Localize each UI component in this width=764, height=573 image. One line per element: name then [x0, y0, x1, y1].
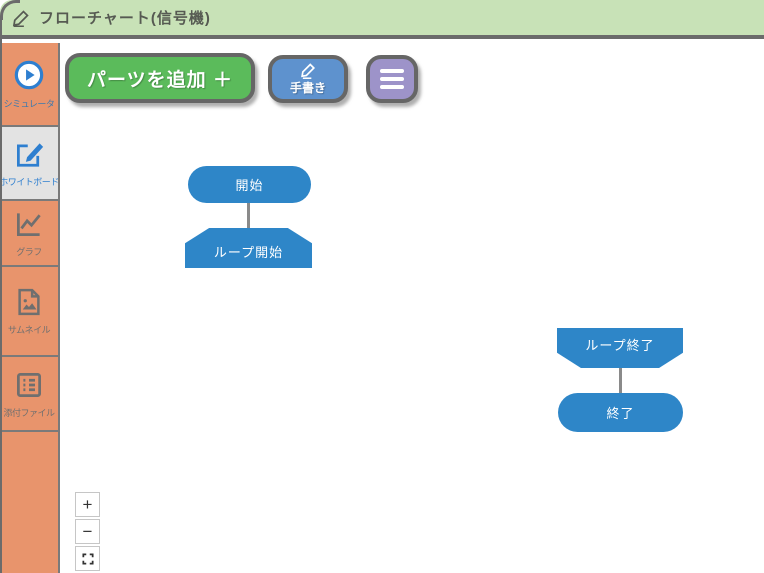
zoom-out-button[interactable]: −: [75, 519, 100, 544]
hamburger-menu-icon: [380, 69, 404, 89]
sidebar-item-attachments[interactable]: 添付ファイル: [0, 357, 58, 432]
fullscreen-button[interactable]: [75, 546, 100, 571]
connector-loopend-end: [619, 367, 622, 395]
fullscreen-icon: [81, 552, 95, 566]
flowchart-node-end[interactable]: 終了: [558, 393, 683, 432]
sidebar-item-simulator[interactable]: シミュレータ: [0, 43, 58, 127]
sidebar-item-thumbnail[interactable]: サムネイル: [0, 267, 58, 357]
pencil-icon[interactable]: [12, 8, 31, 27]
sidebar-item-label: サムネイル: [7, 325, 51, 335]
zoom-in-button[interactable]: +: [75, 492, 100, 517]
connector-start-loopstart: [247, 202, 250, 230]
sidebar-item-label: シミュレータ: [3, 99, 55, 109]
handwriting-button-label: 手書き: [289, 81, 326, 95]
thumbnail-icon: [14, 287, 44, 322]
line-chart-icon: [14, 209, 44, 244]
sidebar: シミュレータ ホワイトボード グラフ: [0, 43, 60, 573]
flowchart-node-loop-end[interactable]: ループ終了: [557, 328, 683, 368]
whiteboard-canvas[interactable]: [62, 43, 764, 573]
edit-square-icon: [14, 139, 44, 174]
sidebar-item-label: 添付ファイル: [3, 407, 55, 418]
pencil-icon: [300, 62, 317, 79]
window-left-border: [0, 18, 2, 573]
sidebar-item-graph[interactable]: グラフ: [0, 201, 58, 267]
flowchart-node-start[interactable]: 開始: [188, 166, 311, 203]
sidebar-item-label: グラフ: [16, 247, 42, 257]
attachment-list-icon: [14, 370, 44, 405]
sidebar-item-whiteboard[interactable]: ホワイトボード: [0, 127, 58, 201]
zoom-controls: + −: [75, 492, 100, 573]
play-circle-icon: [13, 59, 45, 96]
header-bar: フローチャート(信号機): [0, 0, 764, 39]
add-parts-button[interactable]: パーツを追加 ＋: [65, 53, 255, 103]
page-title: フローチャート(信号機): [39, 10, 211, 27]
flowchart-node-loop-start[interactable]: ループ開始: [185, 228, 312, 268]
handwriting-button[interactable]: 手書き: [268, 55, 348, 103]
sidebar-item-label: ホワイトボード: [0, 177, 58, 187]
menu-button[interactable]: [366, 55, 418, 103]
